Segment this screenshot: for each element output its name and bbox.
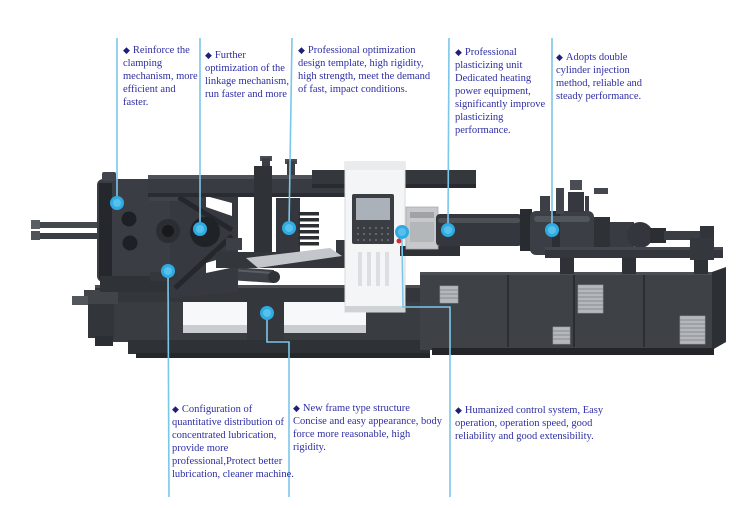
callout-text: Further optimization of the linkage mech… — [205, 50, 289, 100]
emergency-button — [396, 238, 402, 244]
diamond-bullet-icon: ◆ — [298, 45, 305, 55]
vent-grille — [552, 326, 571, 345]
leader-line-frame — [266, 316, 290, 497]
control-cabinet — [344, 161, 406, 313]
tie-bar-rods — [31, 220, 98, 240]
callout-dot — [110, 196, 124, 210]
callout-linkage-mechanism: ◆Further optimization of the linkage mec… — [205, 49, 297, 101]
injection-unit — [400, 180, 723, 274]
callout-dot — [395, 225, 409, 239]
leader-line-plasticizing — [447, 37, 450, 230]
diamond-bullet-icon: ◆ — [293, 403, 300, 413]
callout-plasticizing-unit: ◆Professional plasticizing unit Dedicate… — [455, 46, 552, 137]
leader-lines — [116, 37, 553, 498]
callout-dot — [441, 223, 455, 237]
control-screen — [356, 198, 390, 220]
callout-dot — [282, 221, 296, 235]
leader-line-control — [401, 237, 451, 497]
callout-dot — [545, 223, 559, 237]
leader-line-lubrication — [167, 271, 170, 498]
callout-design-template: ◆Professional optimization design templa… — [298, 44, 438, 96]
callout-text: Configuration of quantitative distributi… — [172, 404, 294, 480]
vent-grille — [679, 315, 706, 345]
callout-frame-structure: ◆New frame type structure Concise and ea… — [293, 402, 443, 454]
callout-text: Adopts double cylinder injection method,… — [556, 52, 643, 102]
diamond-bullet-icon: ◆ — [205, 50, 212, 60]
diamond-bullet-icon: ◆ — [455, 47, 462, 57]
callout-control-system: ◆Humanized control system, Easy operatio… — [455, 404, 607, 443]
callout-clamping-mechanism: ◆Reinforce the clamping mechanism, more … — [123, 44, 201, 109]
callout-dot — [260, 306, 274, 320]
control-keypad — [357, 227, 389, 241]
callout-text: New frame type structure Concise and eas… — [293, 403, 442, 453]
diamond-bullet-icon: ◆ — [123, 45, 130, 55]
diamond-bullet-icon: ◆ — [455, 405, 462, 415]
vent-grille — [439, 285, 459, 304]
mold-platen-area — [216, 166, 350, 268]
diamond-bullet-icon: ◆ — [556, 52, 563, 62]
callout-text: Professional optimization design templat… — [298, 45, 431, 95]
vent-grille — [577, 284, 604, 314]
diamond-bullet-icon: ◆ — [172, 404, 179, 414]
callout-lubrication: ◆Configuration of quantitative distribut… — [172, 403, 300, 481]
callout-dot — [161, 264, 175, 278]
machine-base-cabinet — [420, 267, 726, 355]
callout-text: Reinforce the clamping mechanism, more e… — [123, 45, 198, 108]
callout-dot — [193, 222, 207, 236]
callout-text: Professional plasticizing unit Dedicated… — [455, 47, 546, 136]
machine-base-left — [72, 285, 430, 358]
callout-dots — [110, 196, 559, 320]
callout-injection-method: ◆Adopts double cylinder injection method… — [556, 51, 648, 103]
leader-line-template — [288, 37, 293, 229]
callout-text: Humanized control system, Easy operation… — [455, 405, 604, 442]
